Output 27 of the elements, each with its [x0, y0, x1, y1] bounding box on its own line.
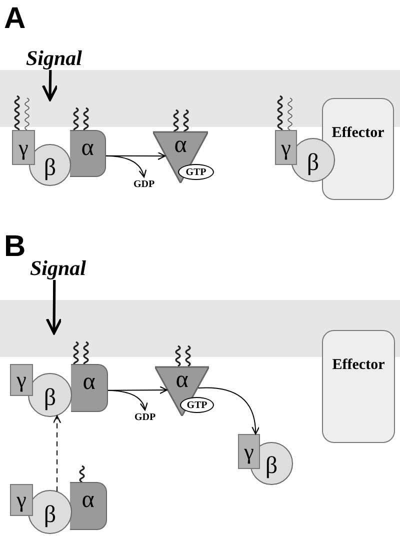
alpha-subunit-box: α — [70, 130, 106, 177]
arrow — [42, 70, 58, 101]
gamma-subunit-box: γ — [10, 484, 33, 516]
arrow — [108, 390, 148, 411]
alpha-subunit-box: α — [70, 482, 107, 530]
gtp-oval: GTP — [180, 397, 214, 413]
arrow — [46, 280, 62, 334]
gtp-oval: GTP — [178, 164, 214, 180]
gamma-subunit-box: γ — [12, 130, 35, 165]
gdp-label: GDP — [128, 410, 162, 424]
gamma-subunit-box: γ — [10, 364, 33, 396]
alpha-subunit-box: α — [71, 364, 108, 412]
subunit-label: α — [173, 133, 188, 157]
gdp-label: GDP — [127, 177, 161, 191]
effector-box: Effector — [322, 330, 395, 443]
gamma-subunit-box: γ — [275, 130, 297, 165]
effector-box: Effector — [322, 98, 394, 200]
beta-subunit-circle: β — [28, 373, 72, 417]
arrow — [53, 415, 62, 492]
arrow — [106, 155, 146, 178]
gamma-subunit-box: γ — [238, 434, 260, 469]
membrane-band — [0, 300, 400, 357]
beta-subunit-circle: β — [28, 490, 72, 534]
signal-label: Signal — [18, 46, 90, 70]
subunit-label: α — [174, 368, 190, 392]
panel-letter: A — [4, 4, 26, 34]
beta-subunit-circle: β — [29, 144, 71, 186]
